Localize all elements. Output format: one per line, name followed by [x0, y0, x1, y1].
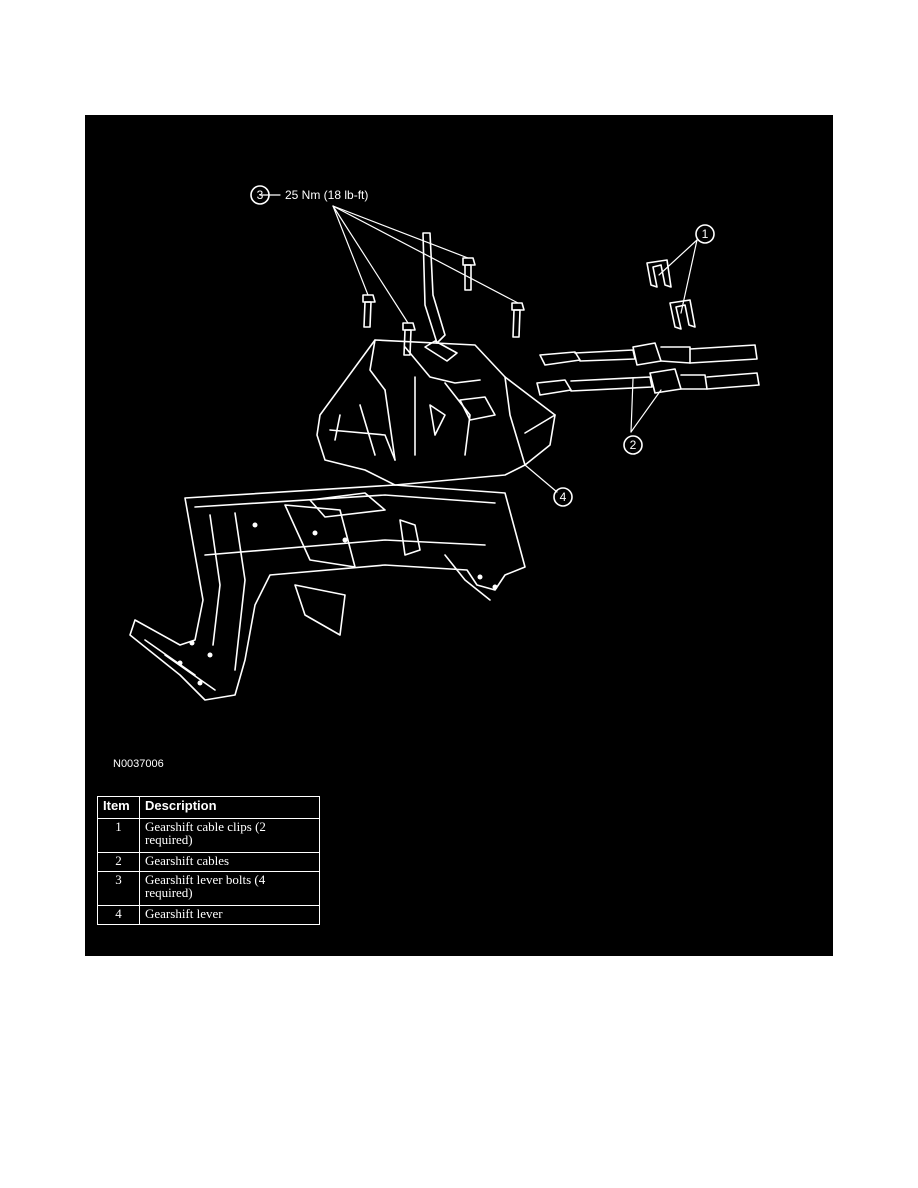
callout-circle-4: [553, 487, 573, 507]
callout-circle-2: [623, 435, 643, 455]
torque-spec-label: 25 Nm (18 lb-ft): [285, 188, 369, 202]
callout-number-1: 1: [702, 227, 709, 241]
gearshift-illustration: 3 1 2 4: [129, 185, 760, 701]
table-row: 4 Gearshift lever: [97, 905, 320, 925]
legend-item-number: 4: [97, 905, 140, 925]
cable-clips-drawing: [646, 259, 696, 330]
legend-header-description: Description: [139, 796, 320, 819]
legend-item-description: Gearshift lever: [139, 905, 320, 925]
gearshift-lever-drawing: [316, 232, 556, 486]
figure-id: N0037006: [113, 758, 164, 770]
gearshift-cables-drawing: [536, 342, 760, 396]
callout-number-4: 4: [560, 490, 567, 504]
table-row: 3 Gearshift lever bolts (4 required): [97, 871, 320, 906]
legend-item-number: 3: [97, 871, 140, 906]
legend-item-description: Gearshift lever bolts (4 required): [139, 871, 320, 906]
legend-item-number: 1: [97, 818, 140, 853]
mounting-bracket-drawing: [129, 484, 526, 701]
callout-circle-3: [250, 185, 270, 205]
figure-panel: 3 1 2 4 25 Nm (18 lb-ft) N0037006 Item D…: [85, 115, 833, 956]
callout-number-2: 2: [630, 438, 637, 452]
legend-item-number: 2: [97, 852, 140, 872]
legend-header-row: Item Description: [97, 796, 320, 819]
legend-item-description: Gearshift cables: [139, 852, 320, 872]
lever-bolts-drawing: [362, 257, 525, 356]
callout-circle-1: [695, 224, 715, 244]
table-row: 1 Gearshift cable clips (2 required): [97, 818, 320, 853]
table-row: 2 Gearshift cables: [97, 852, 320, 872]
legend-item-description: Gearshift cable clips (2 required): [139, 818, 320, 853]
legend-table: Item Description 1 Gearshift cable clips…: [97, 796, 320, 925]
legend-header-item: Item: [97, 796, 140, 819]
leader-lines: [259, 194, 698, 493]
callout-number-3: 3: [257, 188, 264, 202]
